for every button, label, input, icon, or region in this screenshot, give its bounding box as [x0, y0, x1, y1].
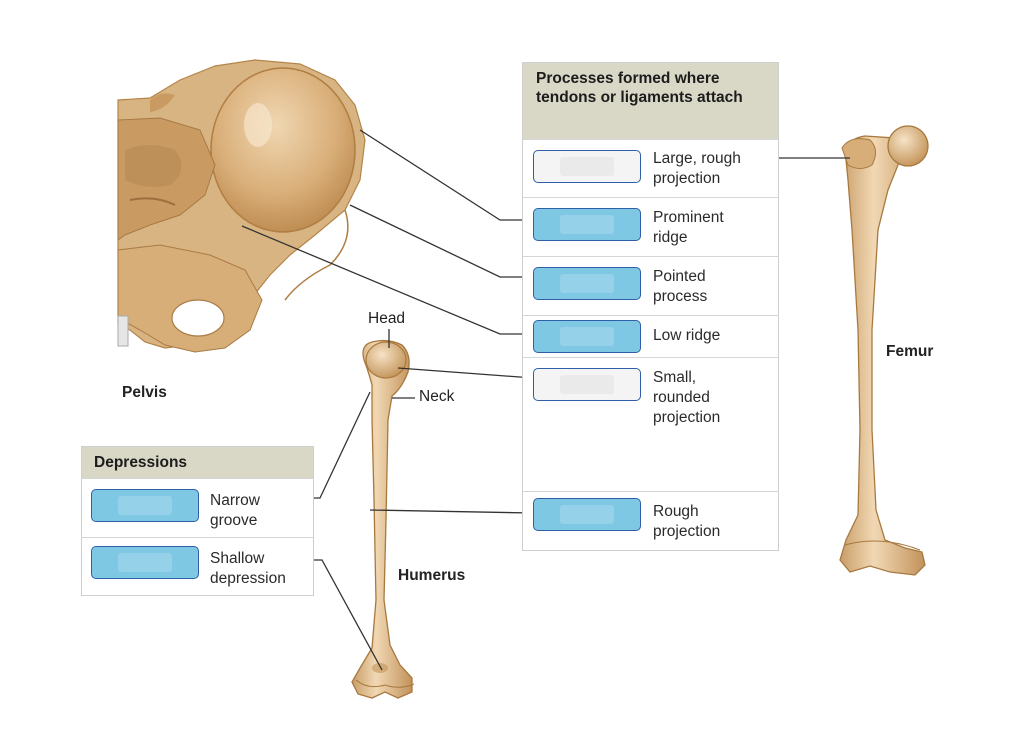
row-text-pointed-process: Pointed process [653, 268, 708, 305]
depressions-panel: Depressions Narrow groove Shallow depres… [81, 446, 314, 596]
drop-target-prominent-ridge[interactable] [533, 208, 641, 241]
femur-bone [839, 125, 929, 576]
depression-row-narrow-groove: Narrow groove [82, 478, 313, 537]
process-row-rough-projection: Rough projection [523, 491, 778, 551]
depression-row-shallow-depression: Shallow depression [82, 537, 313, 596]
leader-line-prominent-ridge [359, 129, 533, 221]
drop-target-narrow-groove[interactable] [91, 489, 199, 522]
process-row-prominent-ridge: Prominent ridge [523, 197, 778, 256]
process-row-pointed-process: Pointed process [523, 256, 778, 315]
humerus-bone [351, 339, 415, 699]
process-row-small-rounded-projection: Small, rounded projection [523, 357, 778, 491]
leader-line-pointed-process [349, 204, 533, 278]
row-text-prominent-ridge: Prominent ridge [653, 209, 724, 246]
row-text-narrow-groove: Narrow groove [210, 492, 260, 529]
humerus-label: Humerus [398, 567, 466, 584]
drop-target-small-rounded-projection[interactable] [533, 368, 641, 401]
leader-line-rough-projection [369, 509, 534, 514]
row-text-small-rounded-projection: Small, rounded projection [653, 369, 721, 426]
row-text-low-ridge: Low ridge [653, 327, 721, 344]
femur-label: Femur [886, 343, 934, 360]
processes-panel: Processes formed where tendons or ligame… [522, 62, 779, 551]
drop-target-low-ridge[interactable] [533, 320, 641, 353]
row-text-rough-projection: Rough projection [653, 503, 721, 540]
row-text-shallow-depression: Shallow depression [210, 550, 286, 587]
head-label: Head [368, 310, 406, 327]
leader-line-small-rounded [397, 367, 534, 379]
row-text-large-rough-projection: Large, rough projection [653, 150, 741, 187]
drop-target-shallow-depression[interactable] [91, 546, 199, 579]
depressions-panel-title: Depressions [82, 447, 313, 478]
drop-target-pointed-process[interactable] [533, 267, 641, 300]
process-row-large-rough-projection: Large, rough projection [523, 139, 778, 197]
pelvis-bone [117, 59, 366, 353]
drop-target-rough-projection[interactable] [533, 498, 641, 531]
neck-label: Neck [419, 388, 455, 405]
process-row-low-ridge: Low ridge [523, 315, 778, 357]
leader-line-narrow-groove [306, 391, 371, 499]
processes-panel-title: Processes formed where tendons or ligame… [523, 63, 778, 139]
pelvis-label: Pelvis [122, 384, 167, 401]
drop-target-large-rough-projection[interactable] [533, 150, 641, 183]
